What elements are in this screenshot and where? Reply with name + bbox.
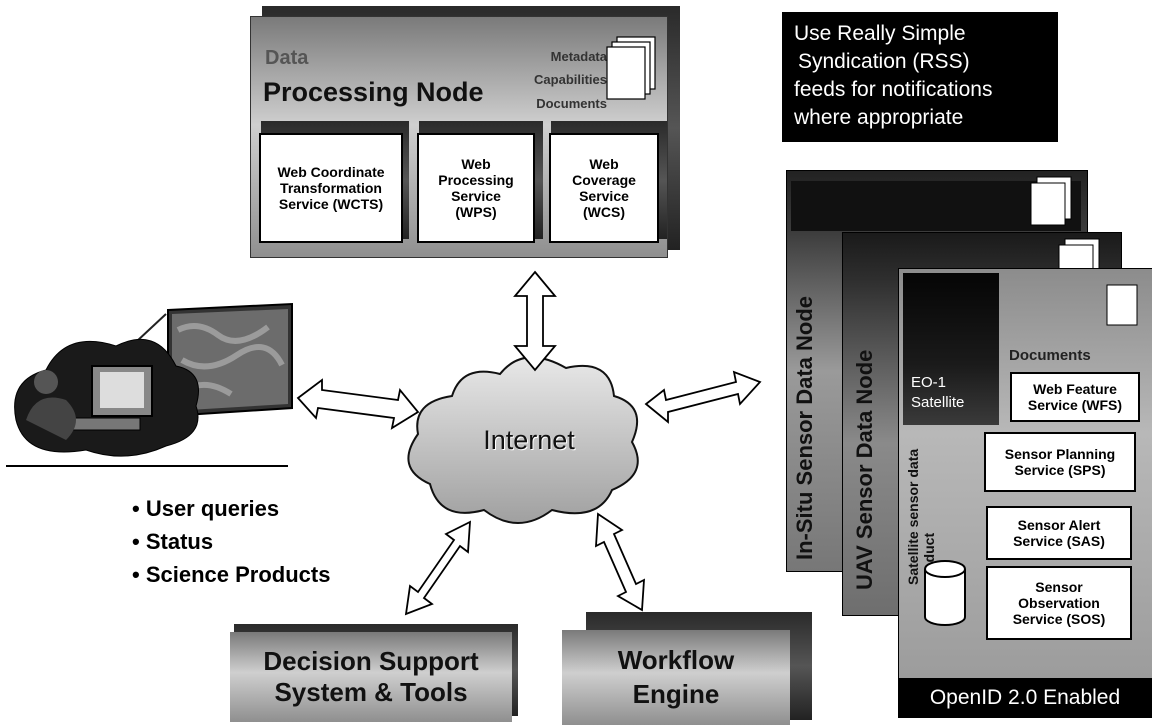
satellite-label: EO-1 Satellite [911,374,965,411]
user-bullet-item: • Science Products [132,562,331,587]
rss-note-line-4: where appropriate [794,105,964,129]
wfs-service-label: Web Feature Service (WFS) [1027,380,1123,413]
workflow-engine-box: Workflow Engine [562,630,790,725]
rss-note-line-2: Syndication (RSS) [798,49,970,73]
rss-note-box: Use Really Simple Syndication (RSS) feed… [782,12,1058,142]
processing-node-panel: Data Processing Node Metadata Capabiliti… [250,16,668,258]
processing-node-title-partial: Data [265,47,309,69]
rss-note-line-1: Use Really Simple [794,22,966,45]
sos-service-label: Sensor Observation Service (SOS) [1012,578,1106,628]
in-situ-node-label: In-Situ Sensor Data Node [792,295,817,560]
openid-badge: OpenID 2.0 Enabled [898,678,1152,718]
workflow-engine-line-2: Engine [632,678,720,709]
in-situ-documents-icon [1030,176,1072,226]
sos-service-box: Sensor Observation Service (SOS) [986,566,1132,640]
satellite-documents-icon [1106,284,1138,326]
decision-support-box: Decision Support System & Tools [230,632,512,722]
user-bullet-text: User queries [145,496,280,521]
wcs-service-label: Web Coverage Service (WCS) [572,155,636,221]
capabilities-line-2: Capabilities [534,72,607,88]
rss-note-line-3: feeds for notifications [794,77,993,101]
sas-service-label: Sensor Alert Service (SAS) [1013,516,1105,549]
decision-support-line-2: System & Tools [274,677,468,707]
processing-node-title: Processing Node [263,77,484,107]
user-bullet-text: Status [145,529,214,554]
uav-node-label: UAV Sensor Data Node [852,349,877,590]
sps-service-box: Sensor Planning Service (SPS) [984,432,1136,492]
user-workstation-illustration [6,302,293,467]
openid-label: OpenID 2.0 Enabled [929,686,1121,709]
wps-service-box: Web Processing Service (WPS) [417,133,535,243]
internet-label: Internet [483,425,575,455]
wps-service-label: Web Processing Service (WPS) [438,155,514,221]
user-bullet-text: Science Products [145,562,331,587]
arrow-internet-decision [404,520,472,616]
user-bullet-list: • User queries • Status • Science Produc… [132,492,330,591]
decision-support-line-1: Decision Support [263,645,479,676]
user-bullet-item: • User queries [132,496,280,521]
documents-icon [606,36,656,100]
workflow-engine-line-1: Workflow [617,644,735,675]
arrow-user-internet [296,378,420,430]
satellite-image [903,273,999,425]
wfs-service-box: Web Feature Service (WFS) [1010,372,1140,422]
arrow-internet-sensors [644,370,762,424]
wcs-service-box: Web Coverage Service (WCS) [549,133,659,243]
sps-service-label: Sensor Planning Service (SPS) [1004,445,1116,478]
sas-service-box: Sensor Alert Service (SAS) [986,506,1132,560]
arrow-internet-workflow [595,512,646,612]
user-bullet-item: • Status [132,529,214,554]
sensor-documents-label: Documents [1009,347,1091,364]
wcts-service-label: Web Coordinate Transformation Service (W… [277,163,385,213]
arrow-processing-internet [513,270,557,372]
wcts-service-box: Web Coordinate Transformation Service (W… [259,133,403,243]
capabilities-documents-label: Metadata Capabilities Documents [497,45,607,115]
database-cylinder-icon [924,560,966,626]
capabilities-line-1: Metadata [550,49,607,64]
capabilities-line-3: Documents [536,95,607,111]
